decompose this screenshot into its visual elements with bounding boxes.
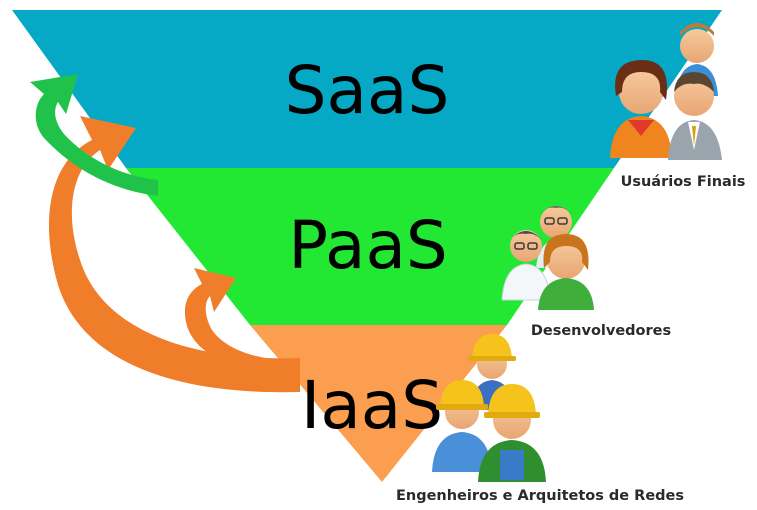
paas-layer (126, 168, 614, 325)
saas-layer (12, 10, 722, 168)
small-orange-arrow (184, 268, 290, 376)
developers-label: Desenvolvedores (531, 323, 671, 339)
end-users-people-icon (610, 23, 722, 160)
iaas-label: IaaS (301, 367, 443, 444)
saas-label: SaaS (285, 52, 450, 129)
green-arrow (30, 74, 158, 196)
iaas-layer (250, 325, 507, 482)
large-orange-arrow (48, 116, 300, 393)
engineers-hardhat-people-icon (432, 334, 546, 482)
developers-people-icon (501, 206, 594, 310)
paas-label: PaaS (288, 207, 448, 284)
engineers-label: Engenheiros e Arquitetos de Redes (396, 488, 684, 504)
end-users-label: Usuários Finais (621, 174, 746, 190)
